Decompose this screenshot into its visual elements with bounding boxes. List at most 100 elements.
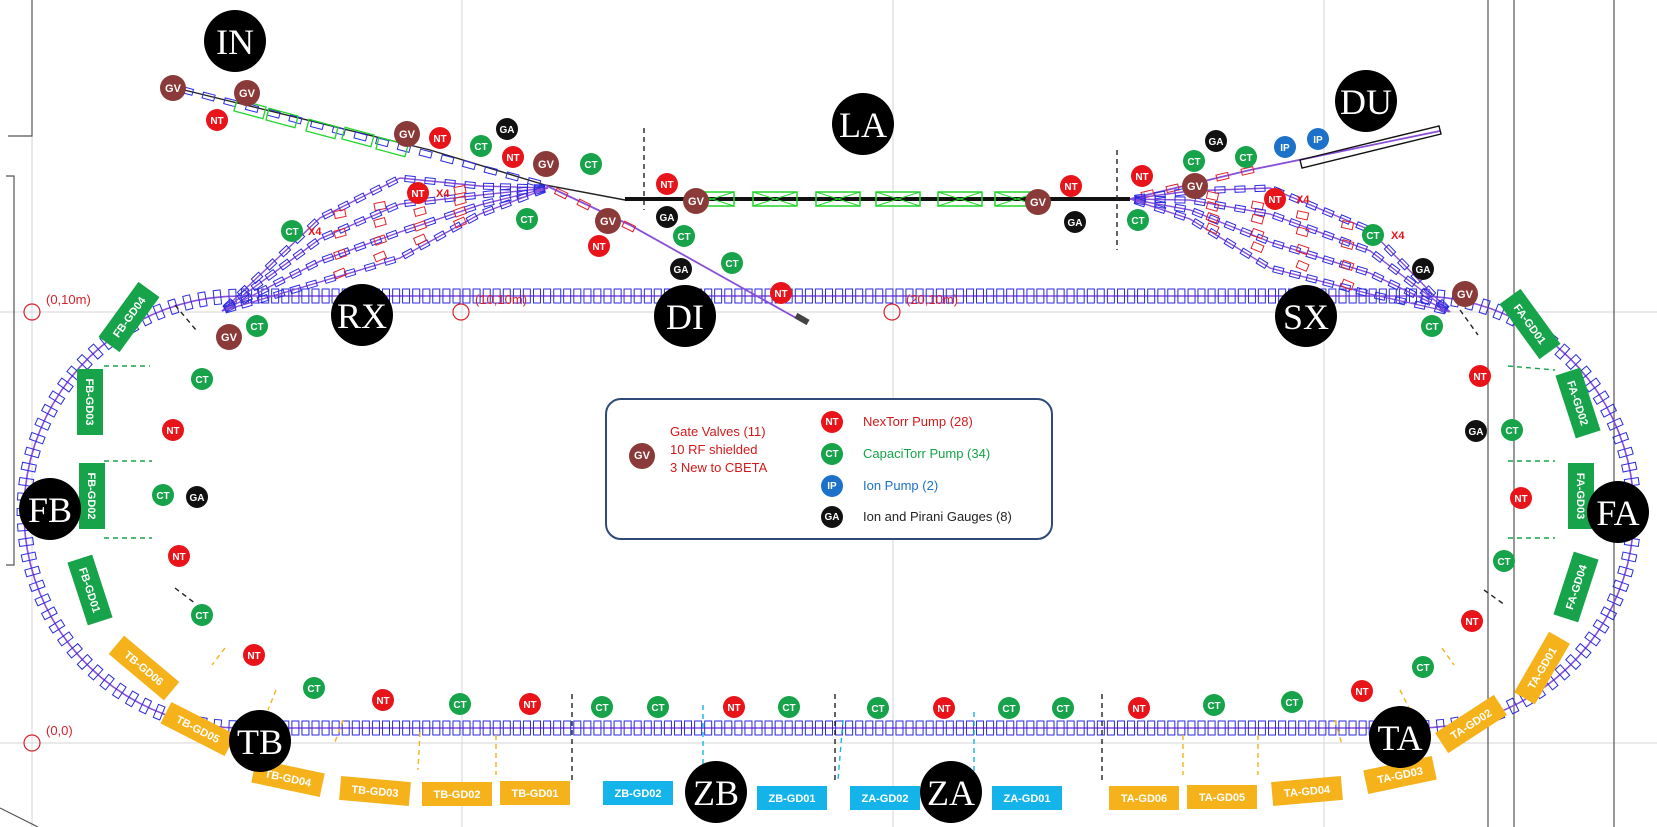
ffa-magnet [1157,288,1166,304]
ffa-magnet [1612,431,1630,445]
component-label: NT [937,704,950,715]
girder-box [1363,755,1437,795]
splitter-rx-magnet [250,279,264,292]
multiplier-label: X4 [1391,230,1405,242]
component-label: CT [285,227,298,238]
linac-cavity-cross [875,191,921,207]
splitter-sx-magnet [1288,269,1302,280]
splitter-sx-magnet [1288,244,1302,255]
splitter-rx-magnet [264,268,278,281]
girder-name: FB-GD03 [83,378,95,425]
splitter-sx-magnet [1338,236,1352,247]
component-gv-icon [1452,281,1478,307]
splitter-sx-magnet [1322,278,1335,288]
component-label: GV [600,216,617,228]
ffa-magnet [653,720,662,736]
injector-beam-pipe [175,87,626,201]
ffa-magnet [986,288,995,304]
component-label: CT [250,322,263,333]
ffa-magnet [1117,288,1126,304]
component-gv-icon [234,80,260,106]
splitter-rx-magnet [306,218,320,231]
component-ct-icon [721,252,743,274]
component-label: GV [1187,181,1204,193]
splitter-sx-magnet [1154,195,1166,204]
girder-boundary [1399,689,1411,711]
component-label: CT [156,491,169,502]
girder-label: TA-GD01 [1514,631,1570,705]
splitter-rx-magnet [288,267,302,280]
ffa-magnet [20,551,37,563]
section-badge [19,478,81,540]
girder-label: ZB-GD01 [757,786,827,810]
splitter-rx-magnet [278,244,292,258]
girder-boundary [211,647,226,666]
component-label: GA [1209,137,1224,148]
splitter-sx-magnet [1207,214,1221,225]
splitter-sx-magnet [1271,211,1285,223]
component-ct-icon [1052,697,1074,719]
ffa-magnet [774,720,783,736]
ffa-magnet [935,288,944,304]
ffa-magnet [392,288,401,304]
ffa-magnet [512,720,521,736]
injector-cavity [341,126,375,148]
ffa-magnet [1600,606,1618,621]
section-label: SX [1283,297,1329,337]
ffa-magnet [885,288,894,304]
ffa-magnet [28,579,46,593]
component-label: GV [221,332,238,344]
ffa-magnet [1197,288,1206,304]
splitter-rx-magnet [401,247,415,260]
splitter-rx-dipole [333,227,347,239]
injector-magnet [418,148,433,159]
ffa-magnet [1066,288,1075,304]
splitter-sx-magnet [1154,190,1166,200]
ffa-magnet [502,288,511,304]
component-label: CT [651,703,664,714]
splitter-sx-dipole [1340,219,1355,231]
girder-box [1514,631,1570,705]
splitter-sx-magnet [1403,275,1417,288]
component-ga-icon [1064,211,1086,233]
girder-name: FA-GD03 [1574,473,1586,519]
girder-label: FA-GD02 [1555,367,1601,439]
ffa-magnet [643,720,652,736]
component-ct-icon [1235,146,1257,168]
splitter-rx-magnet [465,212,479,225]
girder-boundary [1441,647,1455,666]
splitter-rx-magnet [353,241,367,252]
component-label: NT [592,242,605,253]
legend-gv-line3: 3 New to CBETA [670,460,768,475]
girder-box [1271,775,1343,807]
ffa-magnet [532,288,541,304]
linac-cavity-cross [937,191,983,207]
ffa-magnet [724,288,733,304]
diagnostic-magnet [553,187,569,200]
ffa-magnet [291,720,300,736]
splitter-rx-dipole [413,220,427,232]
component-nt-icon [1060,175,1082,197]
ffa-magnet [124,690,140,708]
section-badge [685,761,747,823]
girder-name: ZA-GD01 [1003,793,1050,805]
ffa-magnet [422,720,431,736]
component-ip-icon [1307,128,1329,150]
splitter-sx-dipole [1250,241,1265,254]
splitter-rx-line [221,187,549,312]
ffa-magnet [563,288,572,304]
section-badge [654,285,716,347]
ffa-magnet [392,720,401,736]
linac-cavity [937,191,983,207]
diagnostic-magnet [621,220,637,233]
splitter-rx-magnet [385,176,399,188]
linac-cavity [875,191,921,207]
ffa-magnet [1278,720,1287,736]
ffa-magnet [1348,720,1357,736]
ffa-magnet [402,288,411,304]
component-label: CT [871,704,884,715]
splitter-rx-dipole [332,267,348,280]
ffa-magnet [1076,720,1085,736]
